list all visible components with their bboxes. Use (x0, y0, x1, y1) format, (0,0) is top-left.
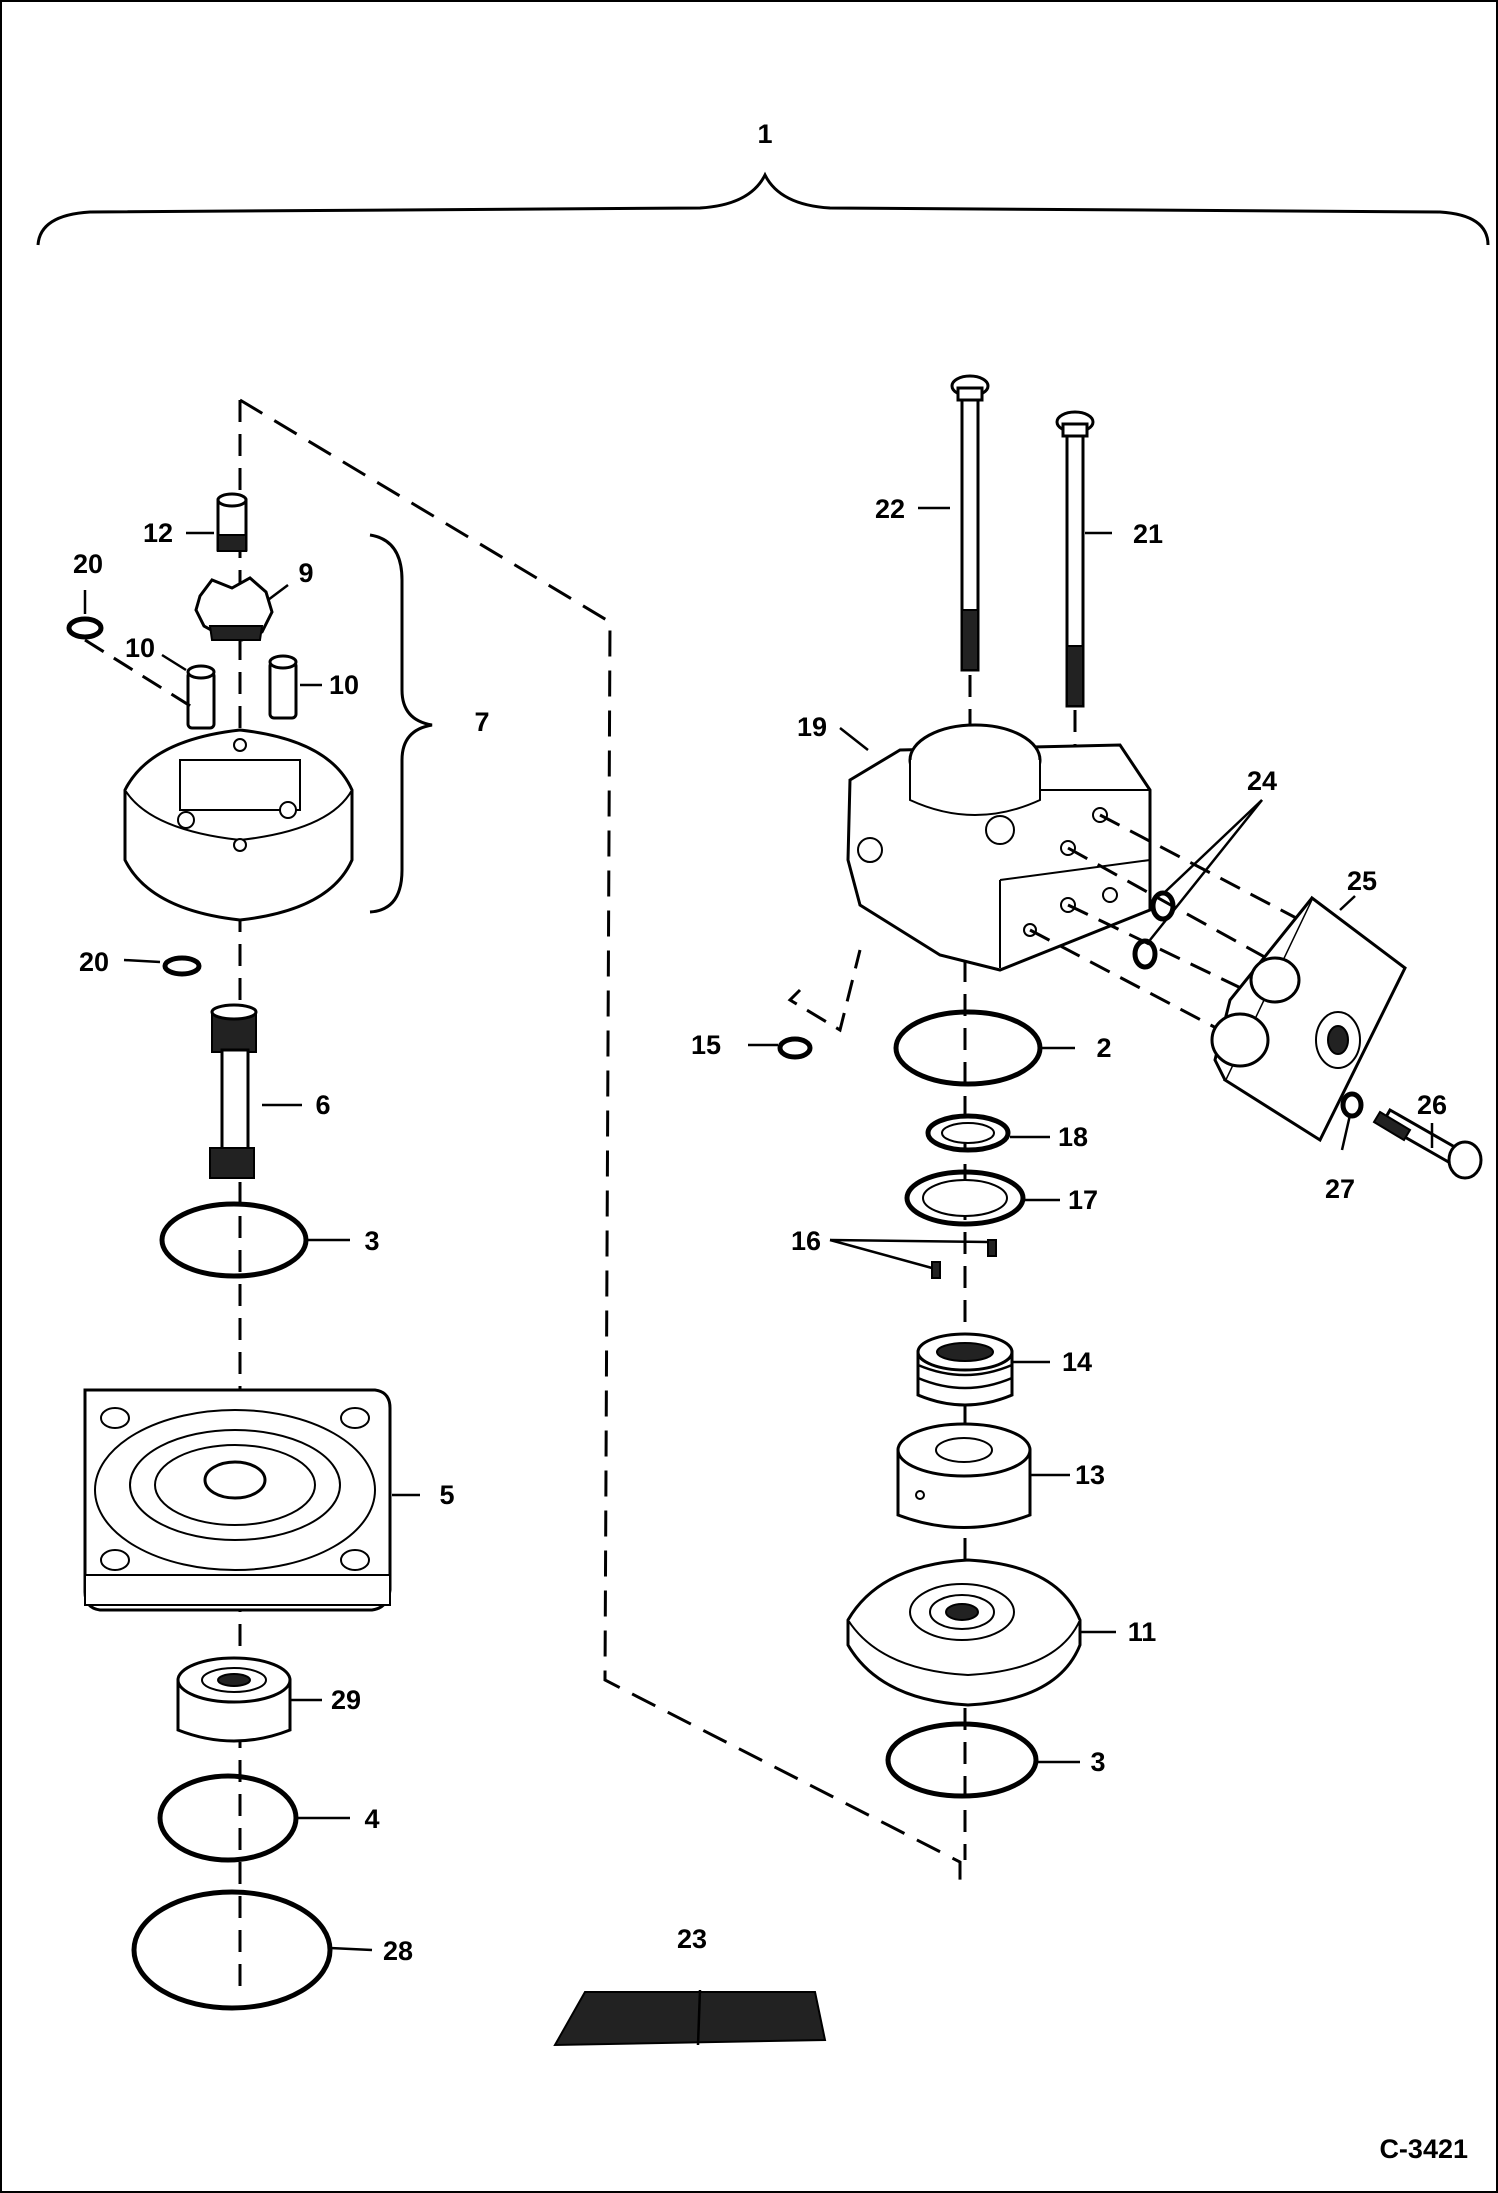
callout-25: 25 (1347, 866, 1377, 896)
callout-10-right: 10 (329, 670, 359, 700)
part-20-oring-bottom (162, 955, 202, 977)
callout-17: 17 (1068, 1185, 1098, 1215)
callout-21: 21 (1133, 519, 1163, 549)
part-10-roller-right (268, 654, 298, 720)
callout-26: 26 (1417, 1090, 1447, 1120)
part-21-bolt (1055, 410, 1095, 708)
part-9-gerotor-star (194, 576, 274, 642)
callout-20-top: 20 (73, 549, 103, 579)
part-25-manifold-block (1210, 895, 1407, 1143)
part-24-oring-upper (1150, 890, 1176, 922)
part-3-oring-left (159, 1201, 309, 1279)
callout-29: 29 (331, 1685, 361, 1715)
callout-3-right: 3 (1090, 1747, 1105, 1777)
part-3-oring-right (885, 1721, 1039, 1799)
callout-6: 6 (315, 1090, 330, 1120)
callout-5: 5 (439, 1480, 454, 1510)
part-23-gasket-sheet (553, 1989, 827, 2047)
callout-28: 28 (383, 1936, 413, 1966)
part-6-drive-shaft (209, 1003, 258, 1179)
part-5-mount-flange (83, 1388, 392, 1612)
callout-1: 1 (757, 119, 772, 149)
callout-14: 14 (1062, 1347, 1092, 1377)
callout-3-left: 3 (364, 1226, 379, 1256)
callout-9: 9 (298, 558, 313, 588)
part-7-brace (369, 533, 433, 914)
part-22-bolt (950, 374, 990, 672)
dashed-phantom-outline (239, 398, 962, 1890)
part-7-gerotor-housing (123, 728, 354, 922)
part-18-seal (925, 1113, 1011, 1153)
callout-19: 19 (797, 712, 827, 742)
part-16-pin-right (987, 1239, 997, 1257)
part-13-spacer (896, 1422, 1032, 1529)
part-14-spring-stack (916, 1332, 1014, 1407)
callout-23: 23 (677, 1924, 707, 1954)
callout-10-left: 10 (125, 633, 155, 663)
part-26-cap-screw (1372, 1107, 1483, 1180)
callout-16: 16 (791, 1226, 821, 1256)
callout-11: 11 (1128, 1617, 1157, 1647)
callout-27: 27 (1325, 1174, 1355, 1204)
callout-20-bottom: 20 (79, 947, 109, 977)
callout-15: 15 (691, 1030, 721, 1060)
part-17-washer (904, 1169, 1026, 1227)
part-2-oring (893, 1009, 1043, 1087)
part-12-shaft (216, 492, 248, 552)
part-15-oring (777, 1036, 813, 1060)
callout-12: 12 (143, 518, 173, 548)
part-29-bearing (176, 1656, 292, 1743)
callout-2: 2 (1096, 1033, 1111, 1063)
part-19-valve-housing (846, 723, 1152, 972)
part-4-oring (157, 1773, 299, 1863)
part-10-roller-left (186, 664, 216, 730)
callout-18: 18 (1058, 1122, 1088, 1152)
part-15-dash (787, 949, 862, 1033)
part-27-washer (1340, 1091, 1364, 1119)
part-28-large-oring (131, 1889, 333, 2011)
callout-24: 24 (1247, 766, 1277, 796)
figure-id: C-3421 (1379, 2134, 1468, 2164)
part-16-pin-left (931, 1261, 941, 1279)
housing-to-manifold-dashes (1029, 813, 1301, 1032)
callout-13: 13 (1075, 1460, 1105, 1490)
callout-4: 4 (364, 1804, 379, 1834)
part-11-end-plate (846, 1558, 1082, 1707)
part-20-leader-dash (84, 638, 201, 714)
part-24-oring-lower (1132, 938, 1158, 970)
assembly-brace (36, 171, 1490, 246)
part-20-oring-top (66, 616, 104, 640)
callout-22: 22 (875, 494, 905, 524)
callout-leaders (83, 506, 1434, 1952)
callout-7: 7 (474, 707, 489, 737)
